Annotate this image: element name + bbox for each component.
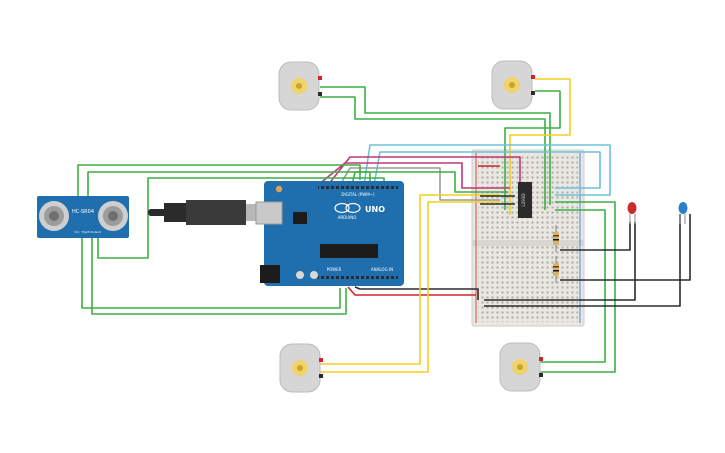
wire: [97, 177, 385, 259]
wire: [509, 78, 571, 215]
wire: [540, 201, 616, 373]
arduino-power-label: POWER: [327, 267, 342, 272]
arduino-uno: DIGITAL (PWM~) ARDUINO UNO POWER ANALOG …: [255, 181, 404, 286]
wire: [351, 171, 508, 193]
sensor-pin-trig: Trig: [80, 230, 86, 234]
wire: [347, 286, 476, 296]
motor-top-left: [278, 61, 322, 111]
wire: [317, 162, 510, 189]
wire: [320, 86, 551, 205]
wire: [327, 156, 521, 186]
wire: [320, 194, 500, 365]
wire: [363, 144, 611, 196]
wire: [320, 96, 546, 210]
wire: [560, 214, 691, 281]
led-blue: [678, 202, 688, 224]
wire: [354, 286, 479, 300]
wire: [484, 214, 681, 307]
resistor-1: [553, 225, 559, 252]
ultrasonic-sensor: HC-SR04 Vcc Trig Echo Gnd: [37, 196, 129, 238]
arduino-brand: ARDUINO: [338, 215, 357, 220]
wire: [91, 238, 347, 315]
wire: [339, 167, 500, 201]
arduino-analog-label: ANALOG IN: [371, 267, 393, 272]
wire: [320, 201, 500, 373]
sensor-pin-gnd: Gnd: [95, 230, 101, 234]
arduino-model: UNO: [365, 205, 385, 214]
motor-top-right: [491, 60, 535, 110]
ic-label: L293D: [521, 194, 526, 207]
sensor-model: HC-SR04: [72, 209, 94, 215]
wire: [560, 222, 631, 251]
wire: [504, 90, 561, 210]
resistor-2: [553, 256, 559, 283]
wire: [81, 238, 341, 309]
sensor-pin-echo: Echo: [87, 230, 94, 234]
wires: [77, 78, 691, 373]
wire: [540, 209, 606, 363]
usb-cable: [148, 200, 264, 225]
wire: [484, 222, 636, 301]
motor-bottom-left: [279, 343, 323, 393]
arduino-digital-label: DIGITAL (PWM~): [341, 192, 375, 197]
motor-bottom-right: [499, 342, 543, 392]
motor-driver-ic: L293D: [518, 182, 532, 218]
sensor-pin-vcc: Vcc: [74, 230, 80, 234]
led-red: [627, 202, 637, 224]
